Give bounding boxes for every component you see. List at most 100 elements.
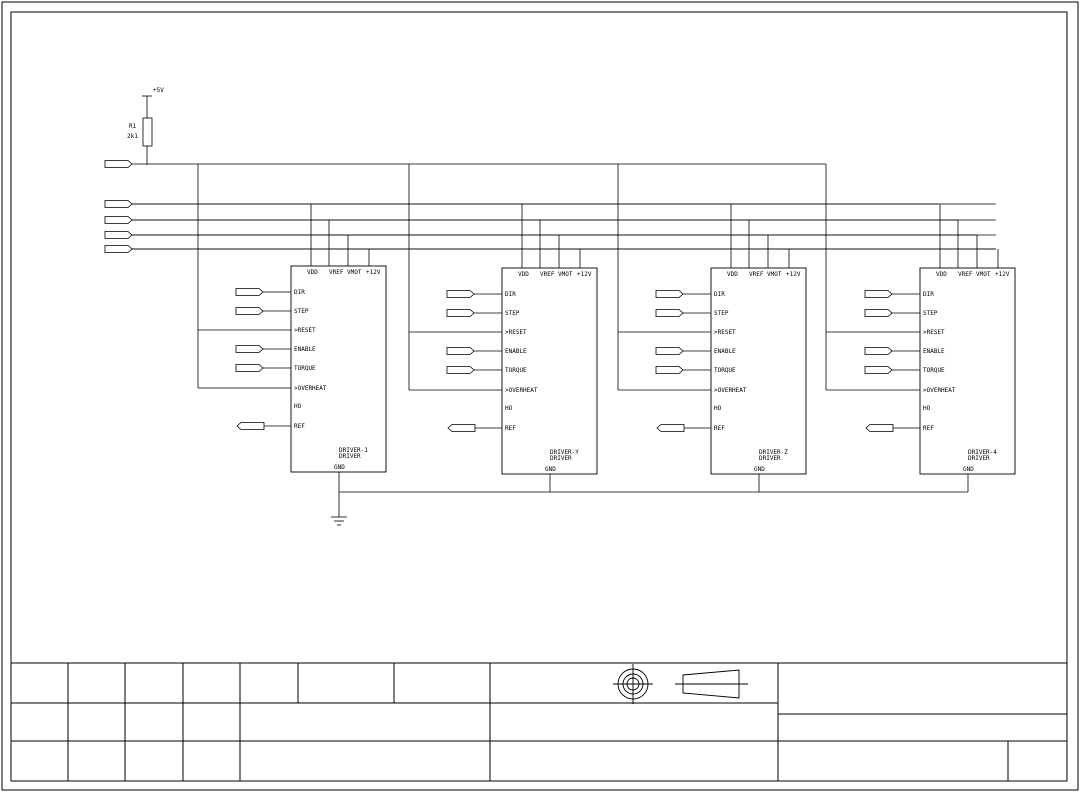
- left-pin-label: HO: [714, 405, 722, 412]
- gnd-pin-label: GND: [963, 466, 974, 473]
- top-pin-label: VMOT: [558, 271, 573, 278]
- top-pin-label: VMOT: [347, 269, 362, 276]
- top-pin-label: VDD: [518, 271, 529, 278]
- driver-box: [501, 267, 598, 475]
- gnd-pin-label: GND: [334, 464, 345, 471]
- top-pin-label: VREF: [540, 271, 555, 278]
- left-pin-label: DIR: [714, 291, 725, 298]
- ports: [104, 160, 894, 432]
- top-pin-label: VDD: [727, 271, 738, 278]
- left-pin-label: >OVERHEAT: [714, 387, 747, 394]
- gnd-pin-label: GND: [545, 466, 556, 473]
- input-port-flag: [864, 290, 893, 298]
- left-pin-label: >OVERHEAT: [505, 387, 538, 394]
- driver-name: DRIVER-Z: [759, 449, 788, 456]
- top-pin-label: +12V: [366, 269, 381, 276]
- top-pin-label: VDD: [307, 269, 318, 276]
- top-pin-label: VMOT: [976, 271, 991, 278]
- input-port-flag: [104, 160, 133, 168]
- left-pin-label: REF: [923, 425, 934, 432]
- title-block: [11, 662, 1067, 781]
- left-pin-label: >RESET: [505, 329, 527, 336]
- top-pin-label: +12V: [786, 271, 801, 278]
- output-port-flag: [447, 424, 476, 432]
- left-pin-label: STEP: [505, 310, 520, 317]
- left-pin-label: ENABLE: [294, 346, 316, 353]
- input-port-flag: [235, 307, 264, 315]
- input-port-flag: [446, 309, 475, 317]
- resistor-value: 2k1: [127, 133, 138, 140]
- driver-type: DRIVER: [550, 455, 572, 462]
- first-angle-projection-icon: [613, 664, 748, 704]
- input-port-flag: [104, 245, 133, 253]
- driver-type: DRIVER: [968, 455, 990, 462]
- input-port-flag: [655, 309, 684, 317]
- top-pin-label: +12V: [577, 271, 592, 278]
- left-pin-label: REF: [505, 425, 516, 432]
- driver-box: [290, 265, 387, 473]
- left-pin-label: STEP: [923, 310, 938, 317]
- top-pin-label: VREF: [958, 271, 973, 278]
- input-port-flag: [446, 347, 475, 355]
- input-port-flag: [235, 345, 264, 353]
- input-port-flag: [104, 200, 133, 208]
- left-pin-label: TORQUE: [505, 367, 527, 374]
- input-port-flag: [655, 366, 684, 374]
- driver-type: DRIVER: [339, 453, 361, 460]
- power-supply: [142, 95, 153, 165]
- left-pin-label: >OVERHEAT: [923, 387, 956, 394]
- ground-icon: [331, 492, 347, 526]
- left-pin-label: >RESET: [714, 329, 736, 336]
- left-pin-label: HO: [923, 405, 931, 412]
- input-port-flag: [864, 347, 893, 355]
- left-pin-label: ENABLE: [714, 348, 736, 355]
- driver-name: DRIVER-Y: [550, 449, 579, 456]
- top-pin-label: VREF: [749, 271, 764, 278]
- left-pin-label: DIR: [294, 289, 305, 296]
- left-pin-label: TORQUE: [714, 367, 736, 374]
- top-pin-label: VDD: [936, 271, 947, 278]
- left-pin-label: ENABLE: [505, 348, 527, 355]
- left-pin-label: ENABLE: [923, 348, 945, 355]
- input-port-flag: [864, 366, 893, 374]
- output-port-flag: [656, 424, 685, 432]
- top-pin-label: VREF: [329, 269, 344, 276]
- left-pin-label: TORQUE: [923, 367, 945, 374]
- pullup-resistor: [142, 117, 153, 147]
- left-pin-label: STEP: [294, 308, 309, 315]
- left-pin-label: REF: [294, 423, 305, 430]
- left-pin-label: >RESET: [294, 327, 316, 334]
- resistor-ref: R1: [129, 123, 137, 130]
- input-port-flag: [104, 231, 133, 239]
- left-pin-label: >RESET: [923, 329, 945, 336]
- left-pin-label: HO: [294, 403, 302, 410]
- driver-name: DRIVER-1: [339, 447, 368, 454]
- input-port-flag: [235, 288, 264, 296]
- power-label: +5V: [153, 87, 164, 94]
- output-port-flag: [865, 424, 894, 432]
- left-pin-label: STEP: [714, 310, 729, 317]
- left-pin-label: DIR: [923, 291, 934, 298]
- driver-box: [919, 267, 1016, 475]
- left-pin-label: HO: [505, 405, 513, 412]
- input-port-flag: [864, 309, 893, 317]
- driver-type: DRIVER: [759, 455, 781, 462]
- driver-name: DRIVER-4: [968, 449, 997, 456]
- input-port-flag: [235, 364, 264, 372]
- driver-box: [710, 267, 807, 475]
- gnd-pin-label: GND: [754, 466, 765, 473]
- left-pin-label: TORQUE: [294, 365, 316, 372]
- left-pin-label: >OVERHEAT: [294, 385, 327, 392]
- input-port-flag: [446, 290, 475, 298]
- wires: [132, 163, 999, 493]
- input-port-flag: [104, 216, 133, 224]
- top-pin-label: VMOT: [767, 271, 782, 278]
- top-pin-label: +12V: [995, 271, 1010, 278]
- input-port-flag: [655, 347, 684, 355]
